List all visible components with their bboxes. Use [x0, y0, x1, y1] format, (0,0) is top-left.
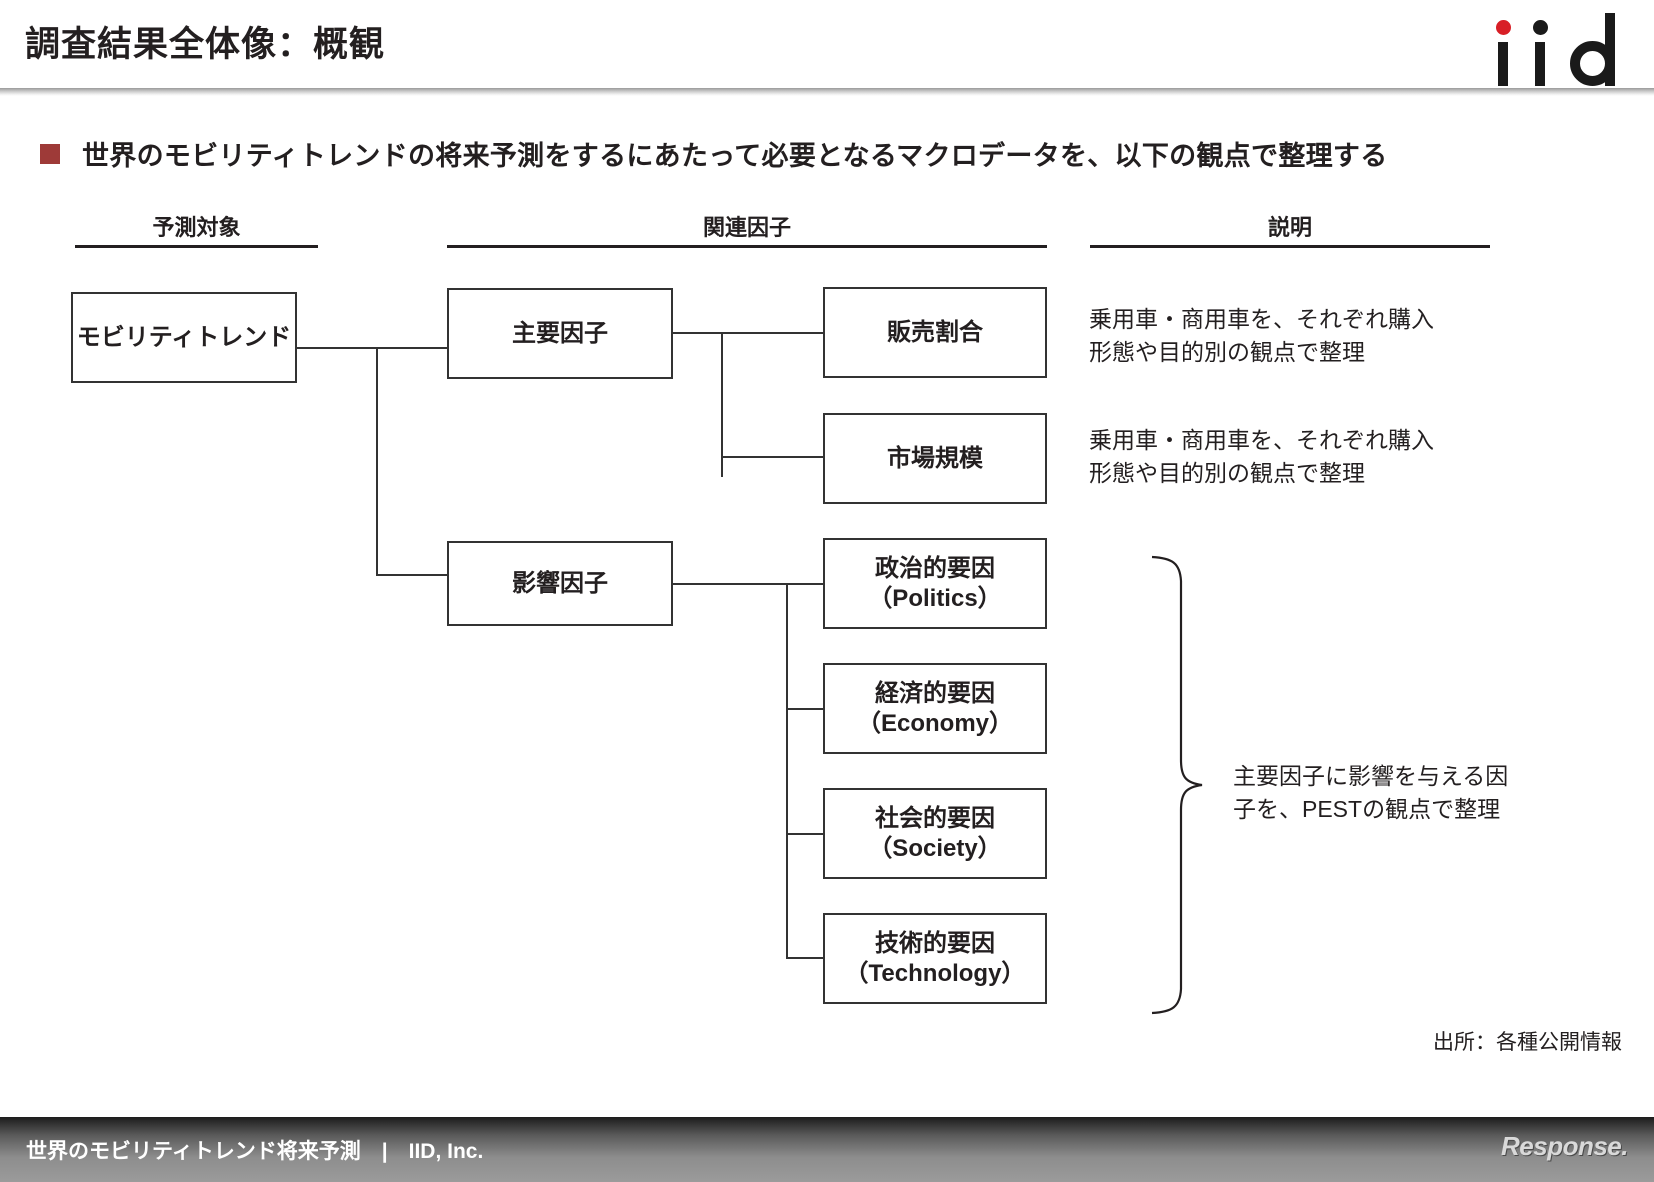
logo-d-stem	[1605, 13, 1615, 86]
connector-impact-out	[672, 583, 788, 585]
connector-root-to-trunk	[270, 347, 378, 349]
column-header-description: 説明	[1090, 213, 1490, 248]
source-note: 出所：各種公開情報	[1433, 1031, 1622, 1054]
node-sales-share[interactable]: 販売割合	[823, 287, 1047, 378]
node-label: 販売割合	[887, 318, 983, 346]
connector-major-trunk	[721, 332, 723, 477]
node-impact-factor[interactable]: 影響因子	[447, 541, 673, 626]
connector-impact-to-politics	[786, 583, 825, 585]
connector-impact-trunk	[786, 583, 788, 958]
node-label-line2: （Economy）	[856, 709, 1014, 737]
node-market-size[interactable]: 市場規模	[823, 413, 1047, 504]
description-market-size: 乗用車・商用車を、それぞれ購入 形態や目的別の観点で整理	[1089, 427, 1434, 486]
node-label-line1: 社会的要因	[875, 805, 995, 833]
connector-impact-to-economy	[786, 708, 825, 710]
node-label: 市場規模	[887, 444, 983, 472]
node-society[interactable]: 社会的要因 （Society）	[823, 788, 1047, 879]
column-header-rule	[75, 245, 318, 248]
pest-group-brace	[1151, 555, 1203, 1015]
connector-major-to-market-size	[721, 456, 825, 458]
column-header-label: 関連因子	[702, 215, 791, 240]
node-label: 影響因子	[512, 569, 608, 597]
page-title: 調査結果全体像：概観	[25, 25, 386, 64]
column-header-rule	[1090, 245, 1490, 248]
column-header-related-factors: 関連因子	[447, 213, 1047, 248]
node-label: モビリティトレンド	[76, 323, 292, 351]
slide-footer: 世界のモビリティトレンド将来予測 | IID, Inc. Response.	[0, 1117, 1654, 1182]
node-label-line1: 政治的要因	[875, 555, 995, 583]
node-label-line2: （Technology）	[844, 959, 1026, 987]
headline: 世界のモビリティトレンドの将来予測をするにあたって必要となるマクロデータを、以下…	[40, 134, 1388, 173]
bullet-square-icon	[40, 143, 60, 164]
column-header-label: 予測対象	[152, 215, 241, 240]
description-sales-share: 乗用車・商用車を、それぞれ購入 形態や目的別の観点で整理	[1089, 306, 1434, 365]
node-label: 主要因子	[512, 319, 608, 347]
node-technology[interactable]: 技術的要因 （Technology）	[823, 913, 1047, 1004]
slide-header: 調査結果全体像：概観	[0, 0, 1654, 96]
logo-dot-red	[1496, 20, 1511, 35]
logo-stem-2	[1535, 42, 1545, 86]
connector-major-out	[657, 332, 723, 334]
connector-impact-to-technology	[786, 957, 825, 959]
iid-logo	[1486, 8, 1626, 86]
node-economy[interactable]: 経済的要因 （Economy）	[823, 663, 1047, 754]
column-header-forecast-target: 予測対象	[75, 213, 318, 248]
connector-main-trunk	[376, 347, 378, 575]
headline-text: 世界のモビリティトレンドの将来予測をするにあたって必要となるマクロデータを、以下…	[82, 141, 1388, 171]
connector-trunk-to-impact	[376, 574, 464, 576]
node-label-line2: （Politics）	[868, 584, 1002, 612]
node-mobility-trend[interactable]: モビリティトレンド	[71, 292, 297, 383]
connector-major-to-sales-share	[721, 332, 825, 334]
connector-trunk-to-major	[376, 347, 464, 349]
logo-dot-black	[1533, 20, 1548, 35]
node-major-factor[interactable]: 主要因子	[447, 288, 673, 379]
column-header-rule	[447, 245, 1047, 248]
node-politics[interactable]: 政治的要因 （Politics）	[823, 538, 1047, 629]
connector-impact-to-society	[786, 833, 825, 835]
footer-text: 世界のモビリティトレンド将来予測 | IID, Inc.	[26, 1140, 484, 1163]
logo-stem-1	[1498, 42, 1508, 86]
description-pest: 主要因子に影響を与える因 子を、PESTの観点で整理	[1233, 763, 1509, 822]
node-label-line2: （Society）	[868, 834, 1002, 862]
node-label-line1: 技術的要因	[875, 930, 995, 958]
column-header-label: 説明	[1267, 215, 1312, 240]
header-divider	[0, 88, 1654, 96]
node-label-line1: 経済的要因	[875, 680, 995, 708]
response-logo: Response.	[1501, 1131, 1629, 1161]
